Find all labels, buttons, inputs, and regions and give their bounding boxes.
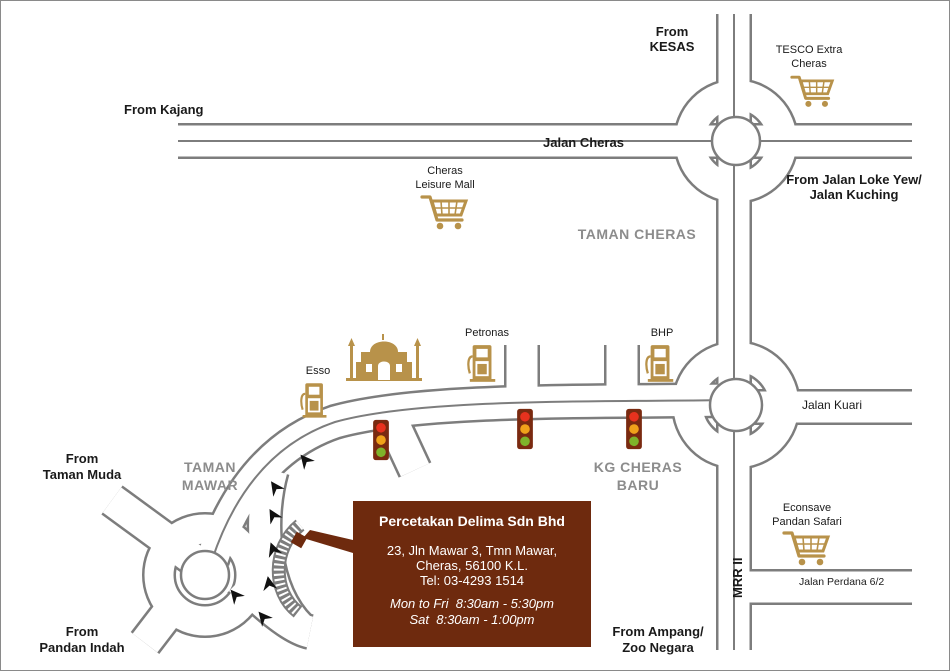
company-tel: Tel: 03-4293 1514 [419,573,525,588]
road-label-mrr2: MRR II [730,558,745,598]
direction-from-taman-muda-1: From [66,451,99,466]
direction-from-taman-muda-2: Taman Muda [43,467,122,482]
company-address-line-2: Cheras, 56100 K.L. [415,558,529,573]
company-info-box: Percetakan Delima Sdn Bhd 23, Jln Mawar … [353,501,591,647]
shopping-cart-icon [420,195,468,231]
area-kg-cheras-baru-2: BARU [617,477,659,493]
company-building [271,519,305,618]
area-taman-mawar-2: MAWAR [182,477,238,493]
fuel-pump-icon [645,343,675,384]
shopping-cart-icon [782,531,830,567]
direction-from-loke-yew-1: From Jalan Loke Yew/ [786,172,922,187]
landmark-esso: Esso [306,365,330,377]
direction-from-ampang-1: From Ampang/ [612,624,704,639]
company-hours: Mon to Fri 8:30am - 5:30pm Sat 8:30am - … [353,596,591,628]
landmark-tesco-2: Cheras [791,58,827,70]
traffic-light-icon [626,408,642,450]
shopping-cart-icon [790,75,834,109]
area-kg-cheras-baru-1: KG CHERAS [594,459,683,475]
info-pointer [303,530,353,553]
direction-from-kesas-1: From [656,24,689,39]
fuel-pump-icon [300,382,328,419]
company-address: 23, Jln Mawar 3, Tmn Mawar, Cheras, 5610… [353,543,591,588]
company-hours-saturday: Sat 8:30am - 1:00pm [409,612,535,627]
landmark-econsave-1: Econsave [783,502,831,514]
traffic-light-icon [373,419,389,461]
company-hours-weekday: Mon to Fri 8:30am - 5:30pm [389,596,554,611]
landmark-cheras-leisure-2: Leisure Mall [415,179,474,191]
location-marker [290,531,308,549]
area-taman-cheras: TAMAN CHERAS [578,226,697,242]
landmark-cheras-leisure-1: Cheras [427,165,463,177]
direction-from-loke-yew-2: Jalan Kuching [810,187,899,202]
fuel-pump-icon [467,343,497,384]
road-label-jalan-perdana: Jalan Perdana 6/2 [799,576,884,588]
company-name: Percetakan Delima Sdn Bhd [379,513,565,529]
mosque-icon [346,334,422,381]
area-taman-mawar-1: TAMAN [184,459,236,475]
road-surfaces [102,6,920,660]
direction-from-kajang: From Kajang [124,102,204,117]
direction-from-ampang-2: Zoo Negara [622,640,694,655]
landmark-petronas: Petronas [465,327,510,339]
road-label-jalan-cheras: Jalan Cheras [543,135,624,150]
traffic-light-icon [517,408,533,450]
road-label-jalan-kuari: Jalan Kuari [802,398,862,412]
landmark-bhp: BHP [651,327,674,339]
direction-from-pandan-indah-1: From [66,624,99,639]
landmark-econsave-2: Pandan Safari [772,516,842,528]
direction-from-pandan-indah-2: Pandan Indah [39,640,124,655]
company-address-line-1: 23, Jln Mawar 3, Tmn Mawar, [386,543,558,558]
direction-from-kesas-2: KESAS [650,39,695,54]
landmark-tesco-1: TESCO Extra [776,44,844,56]
